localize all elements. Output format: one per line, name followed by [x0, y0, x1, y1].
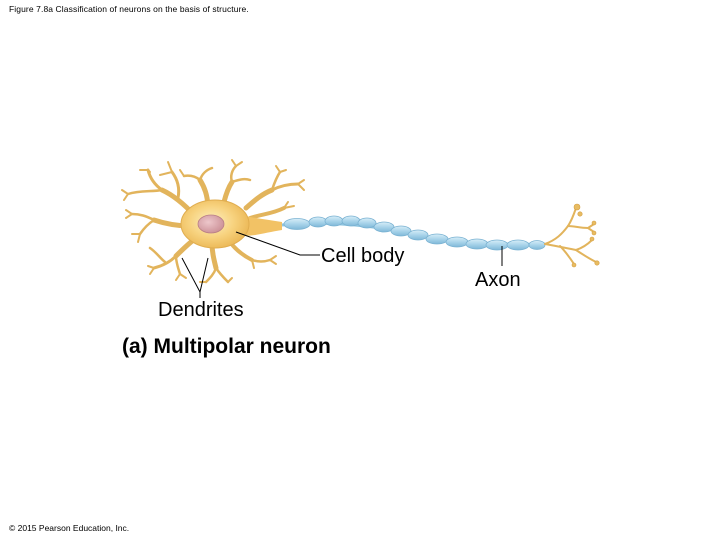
- axon-label: Axon: [475, 269, 521, 291]
- cell-body-label: Cell body: [321, 245, 405, 267]
- dendrites-label: Dendrites: [158, 299, 244, 321]
- dendrites-leader: [181, 257, 209, 294]
- panel-title: (a) Multipolar neuron: [122, 335, 331, 358]
- myelin-sheath: [283, 215, 546, 251]
- axon-terminals: [544, 207, 597, 265]
- leader-lines: [181, 231, 503, 298]
- figure-caption: Figure 7.8a Classification of neurons on…: [9, 4, 249, 14]
- dendrites: [121, 159, 305, 284]
- axon-hillock: [244, 216, 282, 236]
- axon-terminal-knobs: [571, 203, 600, 268]
- copyright-notice: © 2015 Pearson Education, Inc.: [9, 523, 130, 533]
- nucleus: [197, 214, 225, 234]
- cell-body-leader: [235, 231, 320, 256]
